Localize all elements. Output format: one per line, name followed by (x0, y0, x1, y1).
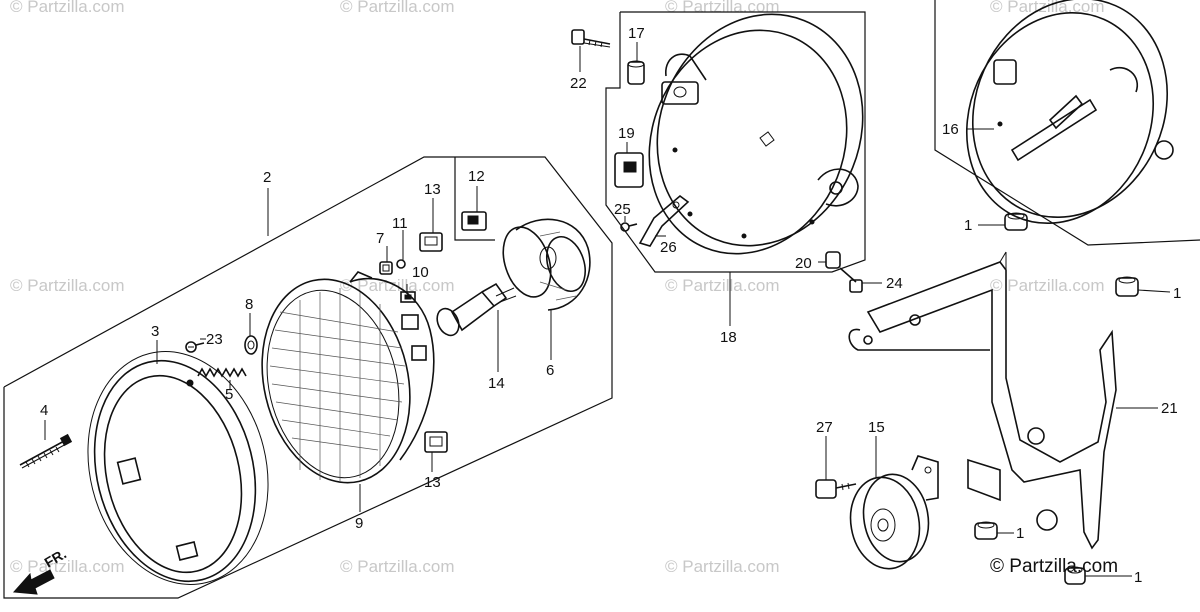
clip-part-7 (379, 261, 393, 275)
callout-22: 22 (570, 75, 587, 92)
callout-14: 14 (488, 375, 505, 392)
watermark: © Partzilla.com (990, 0, 1105, 16)
callout-10: 10 (412, 264, 429, 281)
headlight-assembly-frame (3, 156, 613, 599)
copyright-notice: © Partzilla.com (990, 556, 1118, 577)
callout-1: 1 (1016, 525, 1024, 542)
callout-6: 6 (546, 362, 554, 379)
watermark: © Partzilla.com (665, 557, 780, 576)
headlight-case-frame (605, 11, 866, 273)
screw-part-23 (185, 341, 205, 353)
callout-13-upper: 13 (424, 181, 441, 198)
callout-13-lower: 13 (424, 474, 441, 491)
assembly-frames (3, 0, 1200, 599)
clip-part-12 (461, 211, 487, 231)
callout-1: 1 (1134, 569, 1142, 586)
horn-part-15 (849, 455, 939, 570)
bolt-part-24 (839, 267, 863, 293)
watermark: © Partzilla.com (340, 0, 455, 16)
callout-17: 17 (628, 25, 645, 42)
callout-24: 24 (886, 275, 903, 292)
collar-part-17 (627, 60, 645, 85)
callout-8: 8 (245, 296, 253, 313)
watermark: © Partzilla.com (10, 0, 125, 16)
clip-part-13-lower (424, 431, 448, 453)
bolt-part-22 (571, 29, 611, 48)
callout-1: 1 (1173, 285, 1181, 302)
nut-part-8 (244, 335, 258, 355)
headlight-bracket-part-21 (848, 251, 1117, 550)
callout-7: 7 (376, 230, 384, 247)
headlight-case-alt-frame (934, 0, 1200, 246)
socket-cover-part-6 (502, 218, 591, 311)
watermarks: © Partzilla.com © Partzilla.com © Partzi… (10, 0, 1105, 576)
callout-1: 1 (964, 217, 972, 234)
screw-part-25 (620, 222, 638, 232)
callout-2: 2 (263, 169, 271, 186)
leader-lines (44, 42, 1171, 577)
headlight-case-part-16 (965, 0, 1174, 225)
bolt-part-27 (815, 479, 857, 499)
bulb-part-14 (436, 282, 517, 337)
collar-part-20 (825, 251, 841, 269)
nut-part-1-c (974, 521, 998, 540)
callout-21: 21 (1161, 400, 1178, 417)
callout-20: 20 (795, 255, 812, 272)
callout-16: 16 (942, 121, 959, 138)
callout-9: 9 (355, 515, 363, 532)
subassembly-frame-12 (454, 157, 495, 241)
screw-part-4 (19, 433, 73, 469)
watermark: © Partzilla.com (665, 276, 780, 295)
callouts: 2 3 4 5 23 8 9 7 11 10 13 12 13 14 6 22 … (40, 25, 1181, 586)
watermark: © Partzilla.com (340, 557, 455, 576)
callout-4: 4 (40, 402, 48, 419)
nut-part-1-b (1115, 276, 1139, 297)
clip-part-10 (400, 291, 416, 303)
headlight-unit-part-9 (261, 271, 435, 484)
clip-part-19 (614, 152, 644, 188)
callout-19: 19 (618, 125, 635, 142)
headlight-rim-part-3 (87, 351, 269, 585)
callout-26: 26 (660, 239, 677, 256)
clip-part-13-upper (419, 232, 443, 252)
callout-12: 12 (468, 168, 485, 185)
nut-part-1-a (1004, 212, 1028, 231)
callout-23: 23 (206, 331, 223, 348)
watermark: © Partzilla.com (10, 557, 125, 576)
watermark: © Partzilla.com (10, 276, 125, 295)
watermark: © Partzilla.com (990, 276, 1105, 295)
watermark: © Partzilla.com (665, 0, 780, 16)
callout-25: 25 (614, 201, 631, 218)
headlight-case-part-18 (648, 13, 864, 255)
callout-27: 27 (816, 419, 833, 436)
callout-3: 3 (151, 323, 159, 340)
callout-18: 18 (720, 329, 737, 346)
spring-part-5 (197, 367, 247, 378)
nut-part-11 (396, 259, 406, 269)
callout-11: 11 (392, 215, 408, 232)
callout-5: 5 (225, 386, 233, 403)
callout-15: 15 (868, 419, 885, 436)
